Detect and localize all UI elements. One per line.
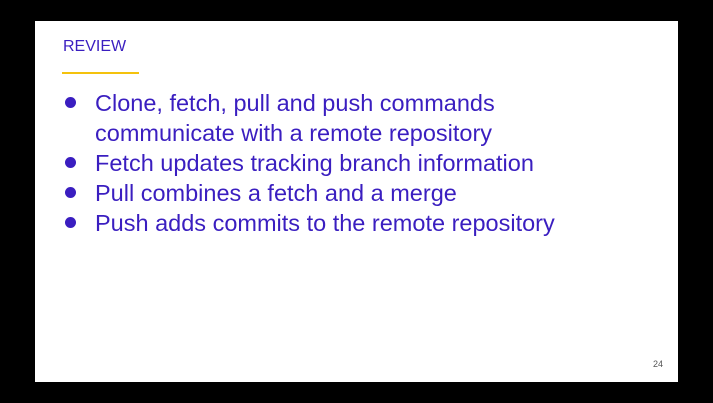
- bullet-list: Clone, fetch, pull and push commands com…: [65, 88, 615, 238]
- bullet-item: Clone, fetch, pull and push commands com…: [65, 88, 615, 148]
- slide-heading: REVIEW: [63, 38, 127, 55]
- bullet-dot-icon: [65, 217, 76, 228]
- bullet-text: Fetch updates tracking branch informatio…: [95, 150, 534, 176]
- bullet-text: Pull combines a fetch and a merge: [95, 180, 457, 206]
- bullet-dot-icon: [65, 157, 76, 168]
- bullet-dot-icon: [65, 187, 76, 198]
- bullet-text: Clone, fetch, pull and push commands com…: [95, 90, 495, 146]
- bullet-text: Push adds commits to the remote reposito…: [95, 210, 555, 236]
- page-number: 24: [652, 359, 663, 369]
- bullet-item: Fetch updates tracking branch informatio…: [65, 148, 615, 178]
- bullet-item: Push adds commits to the remote reposito…: [65, 208, 615, 238]
- bullet-item: Pull combines a fetch and a merge: [65, 178, 615, 208]
- bullet-dot-icon: [65, 97, 76, 108]
- heading-underline-rule: [62, 72, 139, 74]
- slide: REVIEW Clone, fetch, pull and push comma…: [35, 21, 678, 382]
